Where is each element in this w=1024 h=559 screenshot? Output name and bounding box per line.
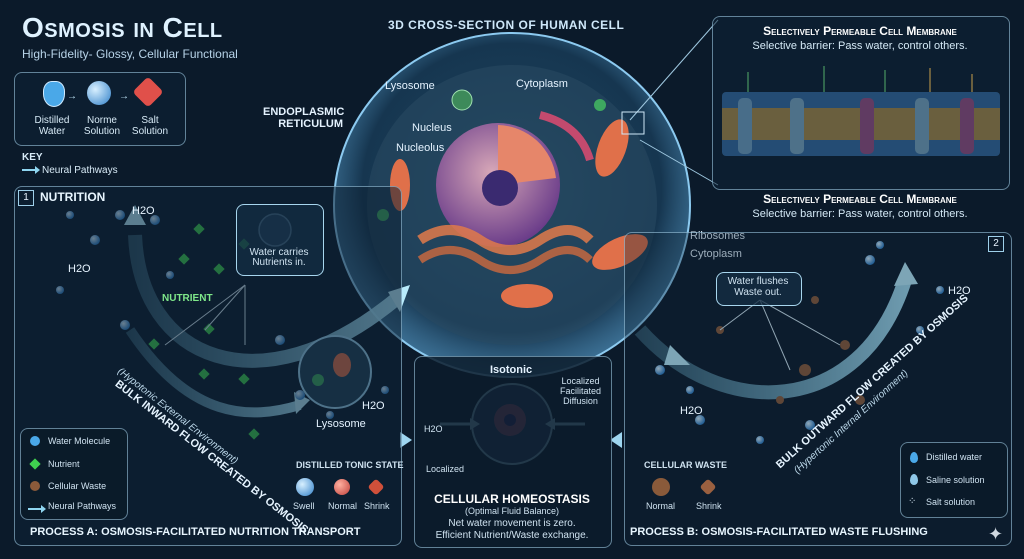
h2o-label: H2O — [68, 263, 91, 275]
mitochondrion — [501, 284, 553, 308]
cellular-waste-label: CELLULAR WASTE — [644, 460, 727, 470]
nucleus-cut — [498, 125, 556, 185]
homeostasis-line1: Net water movement is zero. — [448, 518, 576, 529]
zoom-line — [639, 139, 719, 186]
label-lysosome-small: Lysosome — [316, 418, 366, 430]
homeostasis-heading: CELLULAR HOMEOSTASIS — [434, 492, 590, 506]
nutrient-callout — [236, 204, 324, 276]
waste-normal-icon — [652, 478, 670, 496]
waste-shrink: Shrink — [696, 501, 722, 511]
tonic-normal: Normal — [328, 501, 358, 511]
process-a-label: PROCESS A: OSMOSIS-FACILITATED NUTRITION… — [30, 526, 361, 538]
h2o-label: H2O — [132, 205, 155, 217]
mitochondrion — [595, 119, 629, 177]
nucleolus — [482, 170, 518, 206]
arrow-head — [664, 345, 690, 365]
label-nucleus: Nucleus — [412, 122, 452, 134]
legend-neural-arrow-icon — [28, 500, 48, 518]
vesicle — [594, 99, 606, 111]
legend-neural: Neural Pathways — [48, 501, 117, 511]
nutrient-callout-text: Water carries Nutrients in. — [249, 247, 309, 268]
label-nucleolus: Nucleolus — [396, 142, 445, 154]
label-cytoplasm-top: Cytoplasm — [516, 78, 568, 90]
solution-label-salt: Salt Solution — [131, 115, 169, 137]
inflow-chevron — [400, 432, 412, 448]
waste-callout — [716, 272, 802, 306]
water-molecules-right — [655, 241, 944, 444]
label-lysosome: Lysosome — [385, 80, 435, 92]
legend-distilled: Distilled water — [926, 452, 983, 462]
localized-bottom-label: Localized — [426, 464, 465, 474]
legend-salt: Salt solution — [926, 497, 976, 507]
tonic-swell: Swell — [293, 501, 315, 511]
h2o-label: H2O — [362, 400, 385, 412]
key-item-label: Neural Pathways — [42, 165, 118, 176]
saline-drop-icon — [910, 474, 918, 485]
membrane-panel — [712, 16, 1010, 190]
golgi — [538, 111, 594, 162]
salt-dots-icon: ⁘ — [908, 496, 917, 507]
legend-nutrient: Nutrient — [48, 459, 80, 469]
tonic-title: DISTILLED TONIC STATE — [296, 460, 404, 470]
isotonic-label: Isotonic — [490, 364, 533, 376]
step-number-2: 2 — [988, 236, 1004, 252]
membrane-title: Selectively Permeable Cell Membrane — [763, 24, 957, 38]
diagram-title: 3D CROSS-SECTION OF HUMAN CELL — [388, 18, 625, 32]
key-item: Neural Pathways — [22, 165, 118, 176]
zoom-line — [629, 19, 719, 121]
homeostasis-sub: (Optimal Fluid Balance) — [464, 506, 560, 516]
homeostasis-line2: Efficient Nutrient/Waste exchange. — [435, 530, 589, 541]
arrow-icon: → — [119, 91, 129, 102]
step-number-1: 1 — [18, 190, 34, 206]
arrow-icon: → — [67, 91, 77, 102]
h2o-label-right: H2O — [948, 285, 971, 297]
center-h2o: H2O — [424, 424, 443, 434]
membrane-subtitle: Selective barrier: Pass water, control o… — [752, 40, 968, 52]
membrane-title-2: Selectively Permeable Cell Membrane — [763, 192, 957, 206]
nutrient-label: NUTRIENT — [162, 293, 213, 304]
legend-saline: Saline solution — [926, 475, 985, 485]
process-b-label: PROCESS B: OSMOSIS-FACILITATED WASTE FLU… — [630, 526, 928, 538]
waste-normal: Normal — [646, 501, 676, 511]
solution-label-distilled: Distilled Water — [34, 115, 70, 137]
h2o-label-right: H2O — [680, 405, 703, 417]
normal-cell-icon — [334, 479, 350, 495]
key-heading: KEY — [22, 152, 43, 163]
er-folds — [417, 225, 594, 255]
water-drop-icon — [910, 452, 918, 463]
waste-icon — [30, 481, 40, 491]
callout-line — [759, 299, 841, 346]
swell-cell-icon — [296, 478, 314, 496]
neural-pathway-arrow-icon — [22, 166, 40, 175]
sparkle-icon: ✦ — [988, 524, 1004, 544]
sphere-icon — [87, 81, 111, 105]
er-folds-2 — [417, 246, 593, 274]
solution-label-norme: Norme Solution — [83, 115, 121, 137]
page-subtitle: High-Fidelity- Glossy, Cellular Function… — [22, 47, 238, 61]
arrow-head — [894, 262, 918, 286]
legend-water: Water Molecule — [48, 436, 111, 446]
label-er: ENDOPLASMIC RETICULUM — [263, 106, 345, 130]
localized-facilitated-label: Localized Facilitated Diffusion — [560, 376, 602, 406]
inflow-chevron — [610, 432, 622, 448]
page-title: Osmosis in Cell — [22, 12, 223, 43]
lysosome-organelle — [451, 89, 473, 111]
flask-icon — [43, 81, 65, 107]
right-legend — [900, 442, 1008, 518]
label-cytoplasm-right: Cytoplasm — [690, 248, 742, 260]
callout-line — [759, 299, 791, 371]
legend-waste: Cellular Waste — [48, 481, 107, 491]
tonic-shrink: Shrink — [364, 501, 390, 511]
water-molecule-icon — [30, 436, 40, 446]
waste-callout-text: Water flushes Waste out. — [727, 276, 789, 298]
zoom-square — [621, 111, 645, 135]
nutrition-heading: NUTRITION — [40, 190, 106, 204]
homeostasis-panel — [414, 356, 612, 548]
salt-crystal-icon — [132, 76, 164, 108]
mitochondrion — [592, 234, 648, 270]
solutions-key-panel: → → Distilled Water Norme Solution Salt … — [14, 72, 186, 146]
membrane-subtitle-2: Selective barrier: Pass water, control o… — [752, 208, 968, 220]
label-ribosomes: Ribosomes — [690, 230, 746, 242]
